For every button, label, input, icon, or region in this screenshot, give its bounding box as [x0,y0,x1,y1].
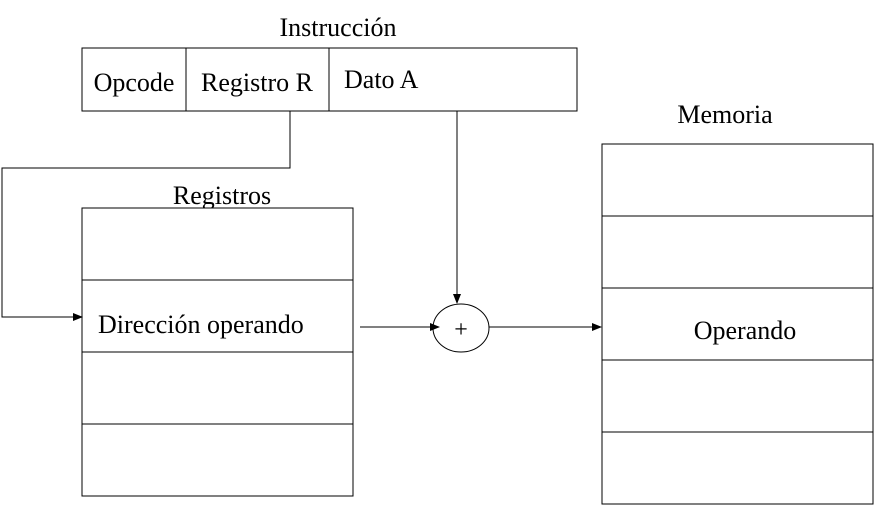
adder: + [432,303,490,353]
field-opcode: Opcode [94,68,175,97]
registro-r-to-register-arrow [1,111,291,321]
memory-title: Memoria [677,100,773,129]
memory-frame [601,143,874,505]
field-registro-r: Registro R [201,68,314,97]
registers-table: Dirección operando [81,207,354,497]
adder-plus-icon: + [454,317,468,343]
instruction-box: Opcode Registro R Dato A [81,47,578,112]
memory-cell-operando: Operando [694,316,797,345]
memory-table: Operando [601,143,874,505]
instruction-title: Instrucción [280,13,397,42]
registers-title: Registros [173,181,271,210]
register-cell-direccion-operando: Dirección operando [98,310,304,339]
field-dato-a: Dato A [344,65,419,94]
